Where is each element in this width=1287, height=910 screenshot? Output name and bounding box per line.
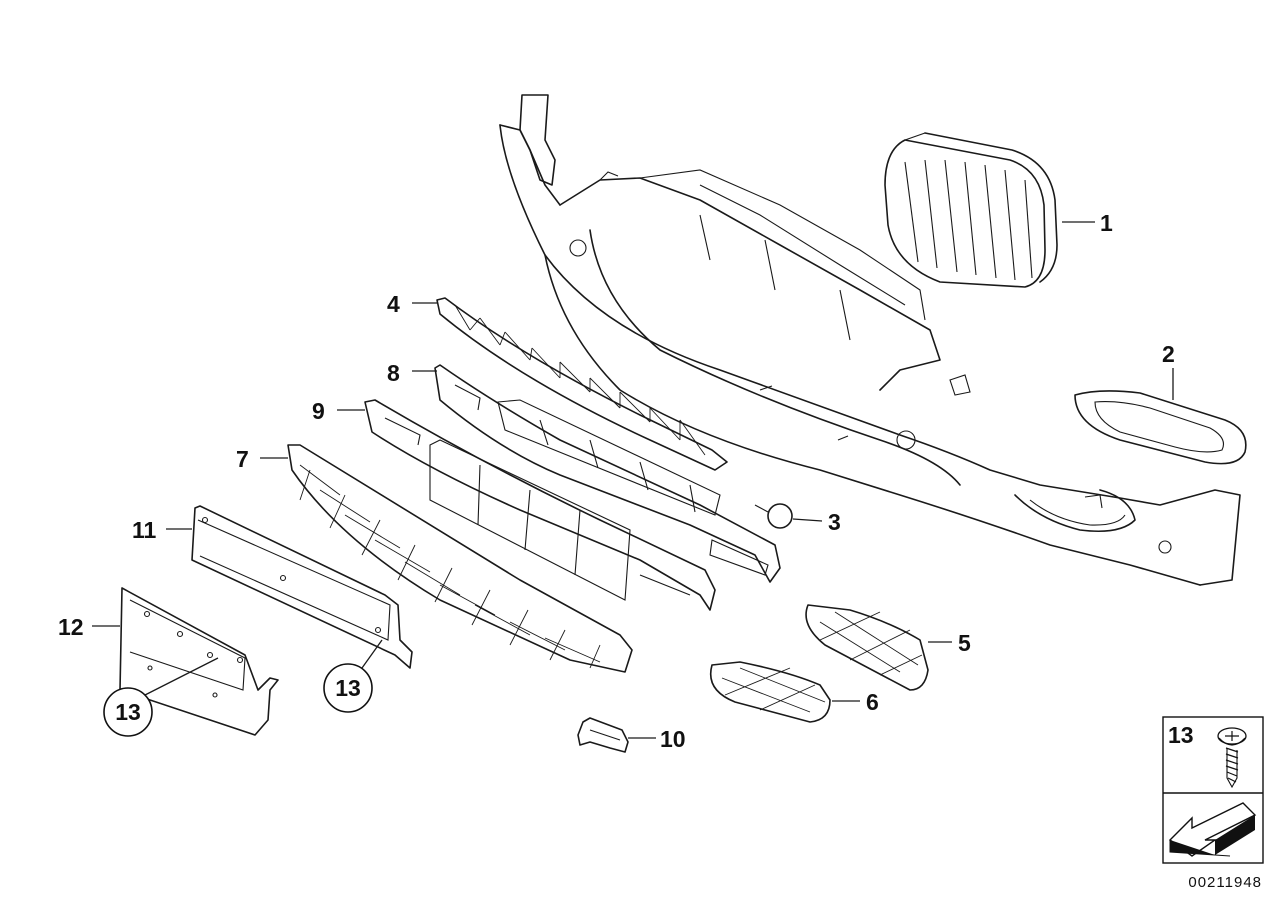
center-grille [434, 364, 781, 583]
screw-legend-box: 13 [1162, 716, 1264, 864]
grille-frame [364, 399, 716, 611]
upper-grille-strip [436, 297, 728, 471]
callout-13-left: 13 [115, 699, 141, 725]
arrow-icon [1168, 802, 1257, 857]
diagram-id: 00211948 [1188, 874, 1262, 891]
callout-5: 5 [958, 630, 971, 656]
callout-13-circle-left [103, 687, 153, 737]
front-bumper-panel [499, 94, 1241, 586]
callout-4: 4 [387, 291, 400, 317]
legend-number: 13 [1168, 722, 1194, 748]
callout-9: 9 [312, 398, 325, 424]
callout-10: 10 [660, 726, 686, 752]
callout-7: 7 [236, 446, 249, 472]
side-grille-right [805, 604, 929, 691]
callout-labels: 1 2 3 4 8 9 7 11 12 5 6 10 13 13 [58, 210, 1175, 752]
callout-13-right: 13 [335, 675, 361, 701]
license-plate-bracket [119, 587, 279, 736]
callout-6: 6 [866, 689, 879, 715]
callout-13-circle-right [323, 663, 373, 713]
callout-1: 1 [1100, 210, 1113, 236]
callout-2: 2 [1162, 341, 1175, 367]
callout-8: 8 [387, 360, 400, 386]
lower-grille [287, 444, 633, 673]
tow-hook-cover [754, 503, 793, 529]
callout-12: 12 [58, 614, 84, 640]
screw-icon [1217, 727, 1247, 789]
license-plate-base [191, 505, 413, 669]
callout-3: 3 [828, 509, 841, 535]
fog-lamp-bezel [1074, 390, 1247, 465]
callout-11: 11 [132, 517, 157, 543]
kidney-grille [884, 132, 1058, 288]
mounting-bracket [577, 717, 629, 753]
side-grille-left [710, 661, 831, 723]
leader-lines [92, 221, 1174, 739]
